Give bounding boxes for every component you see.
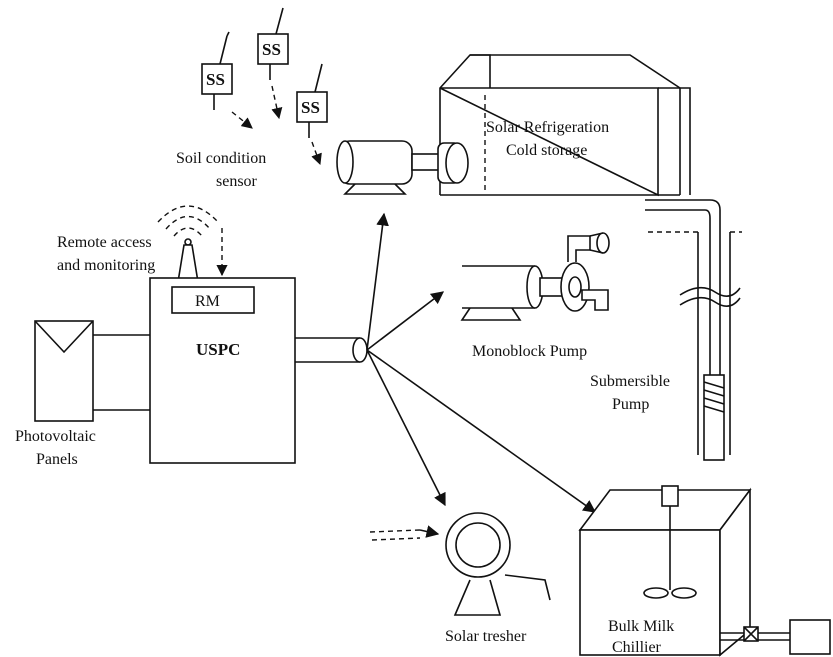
refrigeration-label: Solar Refrigeration (486, 119, 609, 136)
bulk-milk-chiller (578, 485, 831, 657)
thresher-label: Solar tresher (445, 628, 527, 645)
arrow-to-milk-chiller (366, 349, 597, 513)
remote-access-label-2: and monitoring (57, 257, 155, 274)
output-shaft (295, 337, 368, 363)
sensor-tag: SS (206, 70, 225, 89)
photovoltaic-panel (34, 320, 150, 422)
pv-label-2: Panels (36, 451, 78, 468)
soil-sensor-2: SS (257, 7, 289, 120)
arrow-to-thresher (366, 349, 446, 507)
rm-label: RM (195, 293, 220, 310)
sensor-tag: SS (262, 40, 281, 59)
antenna-icon (157, 205, 228, 283)
remote-access-label: Remote access (57, 234, 152, 251)
soil-sensor-3: SS (296, 63, 328, 166)
refrigeration-motor (336, 140, 469, 195)
milk-chiller-label: Bulk Milk (608, 618, 674, 635)
soil-sensor-1: SS (201, 31, 253, 129)
solar-thresher (369, 512, 551, 616)
milk-chiller-label-2: Chillier (612, 639, 662, 656)
monoblock-label: Monoblock Pump (472, 343, 587, 360)
cold-storage-house (439, 54, 691, 197)
submersible-label-2: Pump (612, 396, 649, 413)
arrow-to-monoblock (366, 291, 445, 351)
submersible-pump (645, 199, 742, 461)
soil-sensor-label-2: sensor (216, 173, 258, 190)
soil-sensor-label: Soil condition (176, 150, 266, 167)
submersible-label: Submersible (590, 373, 670, 390)
monoblock-pump (460, 232, 610, 321)
refrigeration-label-2: Cold storage (506, 142, 587, 159)
pv-label: Photovoltaic (15, 428, 96, 445)
uspc-label: USPC (196, 340, 240, 359)
uspc-controller: RM USPC (149, 277, 296, 464)
arrow-to-cold-storage (366, 212, 389, 351)
sensor-tag: SS (301, 98, 320, 117)
